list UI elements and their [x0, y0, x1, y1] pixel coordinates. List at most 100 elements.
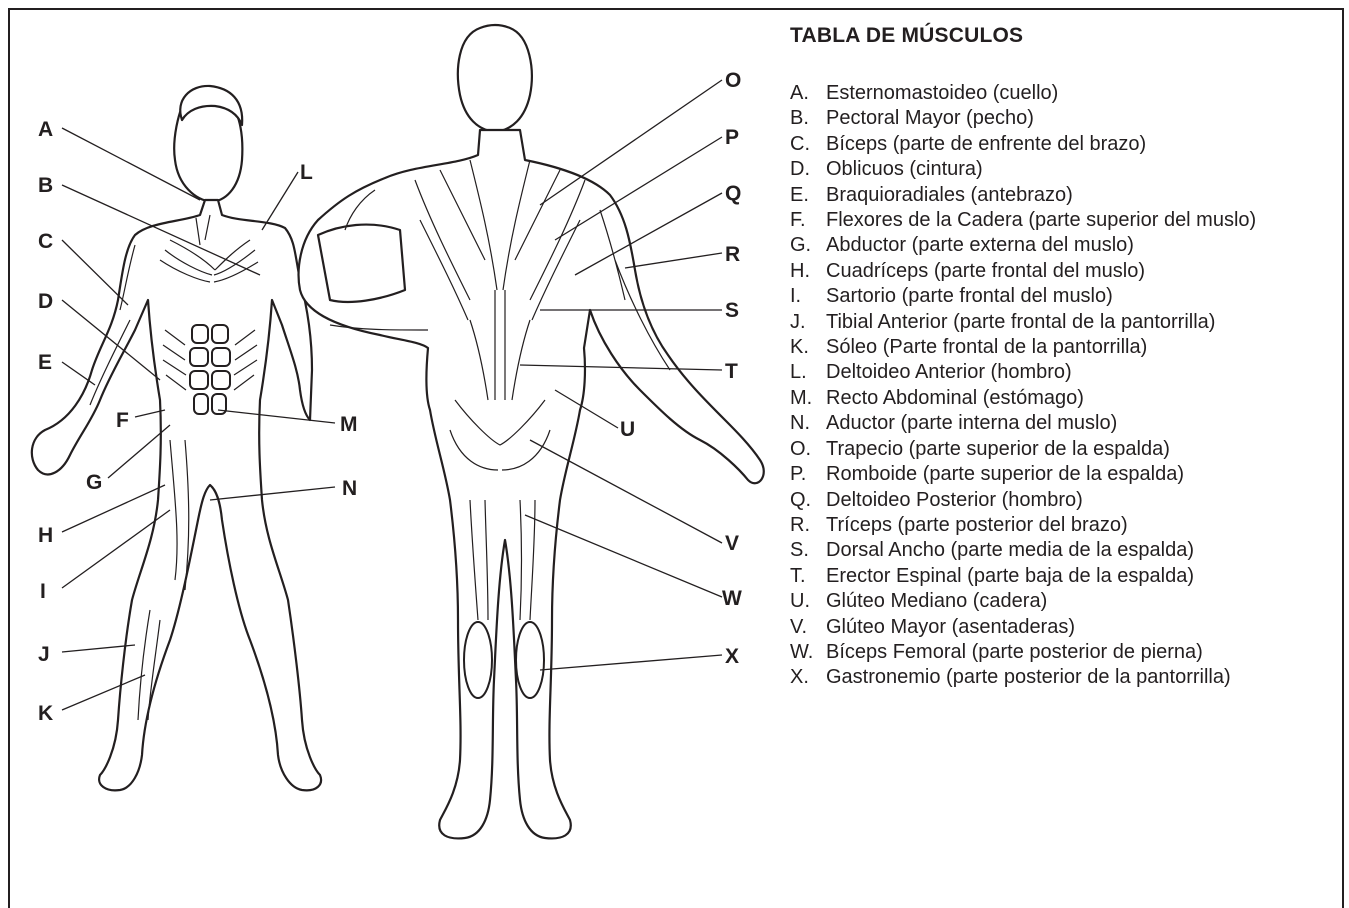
list-item: G.Abductor (parte externa del muslo): [790, 233, 1335, 258]
item-key: T.: [790, 564, 826, 589]
item-key: P.: [790, 462, 826, 487]
item-key: S.: [790, 538, 826, 563]
item-text: Cuadríceps (parte frontal del muslo): [826, 259, 1335, 284]
item-key: I.: [790, 284, 826, 309]
item-key: X.: [790, 665, 826, 690]
list-item: C.Bíceps (parte de enfrente del brazo): [790, 132, 1335, 157]
list-item: H.Cuadríceps (parte frontal del muslo): [790, 259, 1335, 284]
item-key: F.: [790, 208, 826, 233]
muscle-list: A.Esternomastoideo (cuello) B.Pectoral M…: [790, 81, 1335, 691]
list-item: W.Bíceps Femoral (parte posterior de pie…: [790, 640, 1335, 665]
list-item: X.Gastronemio (parte posterior de la pan…: [790, 665, 1335, 690]
item-key: G.: [790, 233, 826, 258]
item-key: K.: [790, 335, 826, 360]
item-text: Bíceps (parte de enfrente del brazo): [826, 132, 1335, 157]
list-item: L.Deltoideo Anterior (hombro): [790, 360, 1335, 385]
label-b: B: [38, 174, 53, 197]
label-w: W: [722, 587, 742, 610]
item-text: Gastronemio (parte posterior de la panto…: [826, 665, 1335, 690]
list-item: P.Romboide (parte superior de la espalda…: [790, 462, 1335, 487]
table-title: TABLA DE MÚSCULOS: [790, 24, 1335, 48]
list-item: E.Braquioradiales (antebrazo): [790, 183, 1335, 208]
label-k: K: [38, 702, 53, 725]
label-u: U: [620, 418, 635, 441]
list-item: V.Glúteo Mayor (asentaderas): [790, 615, 1335, 640]
label-o: O: [725, 69, 741, 92]
item-key: R.: [790, 513, 826, 538]
item-text: Erector Espinal (parte baja de la espald…: [826, 564, 1335, 589]
label-i: I: [40, 580, 46, 603]
item-key: J.: [790, 310, 826, 335]
label-r: R: [725, 243, 740, 266]
item-key: D.: [790, 157, 826, 182]
back-figure: [299, 25, 764, 838]
list-item: I.Sartorio (parte frontal del muslo): [790, 284, 1335, 309]
item-key: A.: [790, 81, 826, 106]
label-d: D: [38, 290, 53, 313]
list-item: A.Esternomastoideo (cuello): [790, 81, 1335, 106]
list-item: F.Flexores de la Cadera (parte superior …: [790, 208, 1335, 233]
label-v: V: [725, 532, 739, 555]
item-key: V.: [790, 615, 826, 640]
item-text: Tibial Anterior (parte frontal de la pan…: [826, 310, 1335, 335]
item-text: Glúteo Mayor (asentaderas): [826, 615, 1335, 640]
item-text: Bíceps Femoral (parte posterior de piern…: [826, 640, 1335, 665]
list-item: D.Oblicuos (cintura): [790, 157, 1335, 182]
label-e: E: [38, 351, 52, 374]
item-text: Pectoral Mayor (pecho): [826, 106, 1335, 131]
label-t: T: [725, 360, 738, 383]
item-key: H.: [790, 259, 826, 284]
item-text: Dorsal Ancho (parte media de la espalda): [826, 538, 1335, 563]
item-key: N.: [790, 411, 826, 436]
item-key: E.: [790, 183, 826, 208]
label-x: X: [725, 645, 739, 668]
item-text: Tríceps (parte posterior del brazo): [826, 513, 1335, 538]
label-m: M: [340, 413, 358, 436]
list-item: B.Pectoral Mayor (pecho): [790, 106, 1335, 131]
item-key: Q.: [790, 488, 826, 513]
item-text: Recto Abdominal (estómago): [826, 386, 1335, 411]
item-text: Trapecio (parte superior de la espalda): [826, 437, 1335, 462]
muscle-figures: A B C D E F G H I J K L M N O P Q R S T …: [0, 0, 780, 900]
label-h: H: [38, 524, 53, 547]
item-text: Esternomastoideo (cuello): [826, 81, 1335, 106]
list-item: O.Trapecio (parte superior de la espalda…: [790, 437, 1335, 462]
item-key: M.: [790, 386, 826, 411]
item-key: L.: [790, 360, 826, 385]
item-key: O.: [790, 437, 826, 462]
label-j: J: [38, 643, 50, 666]
list-item: R.Tríceps (parte posterior del brazo): [790, 513, 1335, 538]
list-item: U.Glúteo Mediano (cadera): [790, 589, 1335, 614]
item-text: Abductor (parte externa del muslo): [826, 233, 1335, 258]
item-text: Aductor (parte interna del muslo): [826, 411, 1335, 436]
item-text: Deltoideo Posterior (hombro): [826, 488, 1335, 513]
list-item: N.Aductor (parte interna del muslo): [790, 411, 1335, 436]
item-text: Deltoideo Anterior (hombro): [826, 360, 1335, 385]
item-text: Braquioradiales (antebrazo): [826, 183, 1335, 208]
label-p: P: [725, 126, 739, 149]
label-g: G: [86, 471, 102, 494]
list-item: M.Recto Abdominal (estómago): [790, 386, 1335, 411]
list-item: S.Dorsal Ancho (parte media de la espald…: [790, 538, 1335, 563]
label-s: S: [725, 299, 739, 322]
label-a: A: [38, 118, 53, 141]
label-c: C: [38, 230, 53, 253]
label-q: Q: [725, 182, 741, 205]
item-text: Sartorio (parte frontal del muslo): [826, 284, 1335, 309]
label-n: N: [342, 477, 357, 500]
item-key: C.: [790, 132, 826, 157]
label-f: F: [116, 409, 129, 432]
list-item: J.Tibial Anterior (parte frontal de la p…: [790, 310, 1335, 335]
list-item: Q.Deltoideo Posterior (hombro): [790, 488, 1335, 513]
item-key: U.: [790, 589, 826, 614]
list-item: K.Sóleo (Parte frontal de la pantorrilla…: [790, 335, 1335, 360]
item-text: Oblicuos (cintura): [826, 157, 1335, 182]
item-key: W.: [790, 640, 826, 665]
list-item: T.Erector Espinal (parte baja de la espa…: [790, 564, 1335, 589]
item-text: Glúteo Mediano (cadera): [826, 589, 1335, 614]
muscle-table: TABLA DE MÚSCULOS A.Esternomastoideo (cu…: [790, 24, 1335, 691]
label-l: L: [300, 161, 313, 184]
item-text: Flexores de la Cadera (parte superior de…: [826, 208, 1335, 233]
item-text: Romboide (parte superior de la espalda): [826, 462, 1335, 487]
item-key: B.: [790, 106, 826, 131]
